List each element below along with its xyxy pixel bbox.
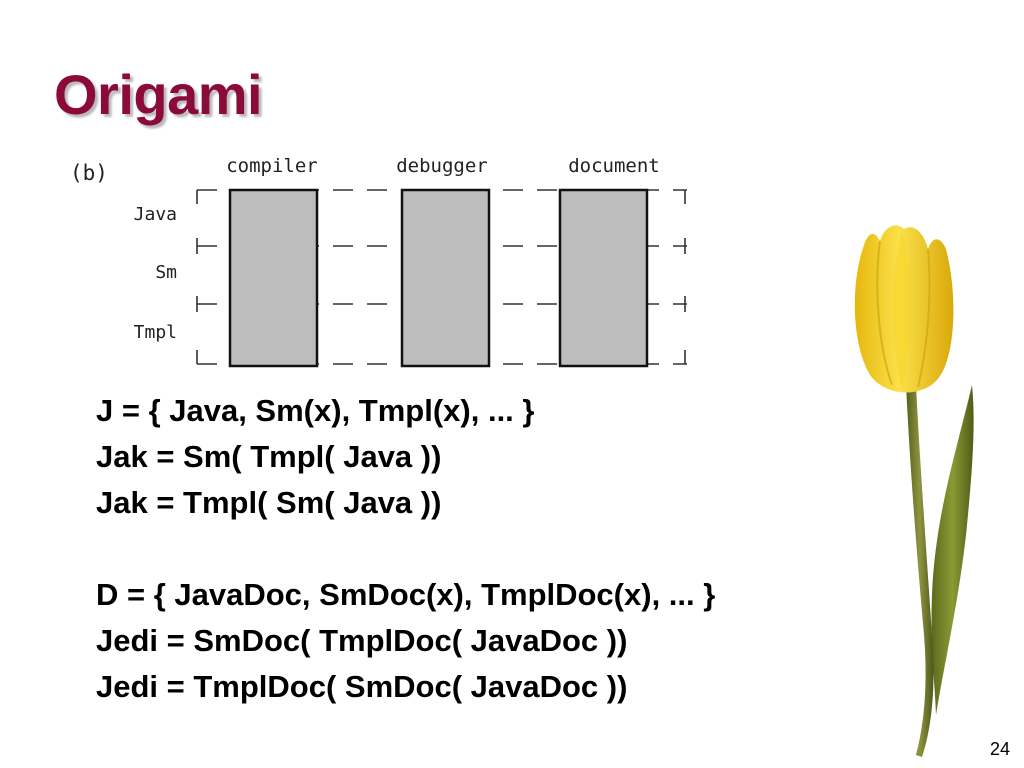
component-box-document (558, 188, 649, 368)
component-box-compiler (228, 188, 319, 368)
spacer (96, 526, 715, 572)
column-header-debugger: debugger (396, 155, 488, 177)
formula-line: J = { Java, Sm(x), Tmpl(x), ... } (96, 393, 535, 428)
row-label-java: Java (134, 204, 177, 225)
tulip-stem (906, 385, 934, 757)
column-header-compiler: compiler (226, 155, 318, 177)
tulip-petal-shade (893, 233, 911, 391)
formula-line: Jedi = SmDoc( TmplDoc( JavaDoc )) (96, 623, 628, 658)
origami-diagram: (b) compiler debugger document Java Sm T… (70, 155, 687, 368)
page-number: 24 (989, 739, 1010, 759)
row-label-tmpl: Tmpl (134, 322, 177, 343)
formula-block: J = { Java, Sm(x), Tmpl(x), ... } Jak = … (96, 388, 715, 710)
formula-line: Jak = Sm( Tmpl( Java )) (96, 439, 442, 474)
slide-title: Origami (54, 63, 263, 126)
row-label-sm: Sm (155, 262, 177, 283)
tulip-petal-edge (917, 248, 931, 388)
tulip-petal-edge (876, 240, 893, 386)
formula-line: Jedi = TmplDoc( SmDoc( JavaDoc )) (96, 669, 628, 704)
component-box-debugger (400, 188, 491, 368)
diagram-label: (b) (70, 161, 108, 185)
column-header-document: document (568, 155, 660, 177)
formula-line: D = { JavaDoc, SmDoc(x), TmplDoc(x), ...… (96, 577, 716, 612)
tulip-image (854, 225, 974, 757)
formula-line: Jak = Tmpl( Sm( Java )) (96, 485, 442, 520)
tulip-leaf (931, 385, 974, 715)
